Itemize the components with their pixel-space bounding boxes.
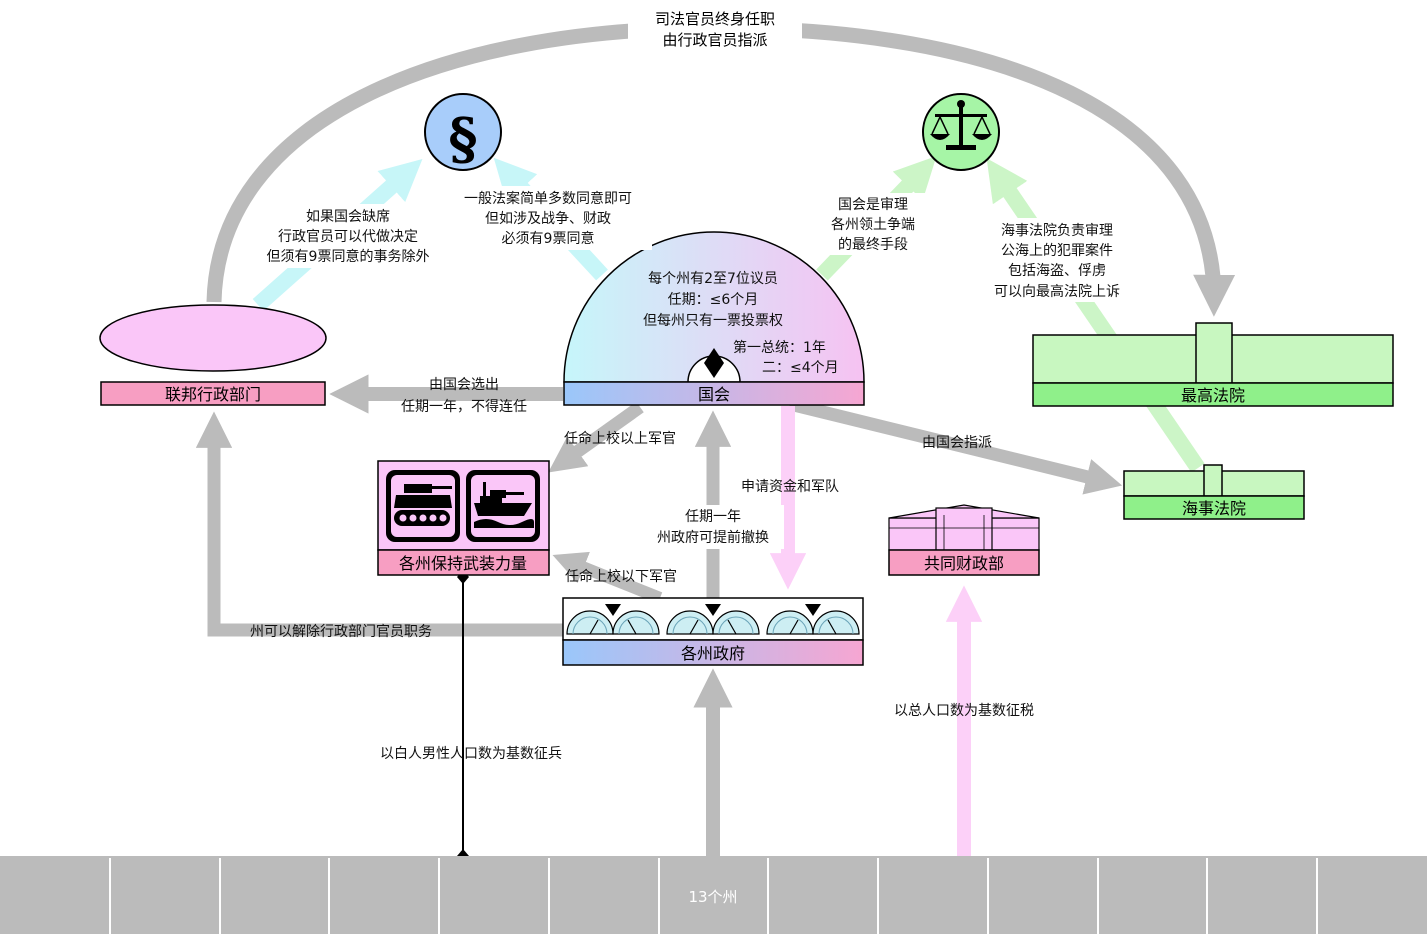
supreme-court-label: 最高法院 — [1181, 386, 1245, 405]
svg-text:但如涉及战争、财政: 但如涉及战争、财政 — [485, 211, 611, 227]
note-congress-to-law: 一般法案简单多数同意即可 但如涉及战争、财政 必须有9票同意 — [444, 186, 652, 250]
admiralty-court-label-box — [1123, 495, 1305, 520]
arrow-admiralty-to-justice — [986, 158, 1205, 473]
treasury-label: 共同财政部 — [924, 554, 1004, 573]
svg-text:海事法院负责审理: 海事法院负责审理 — [1001, 223, 1113, 239]
state-militia: 各州保持武装力量 — [377, 460, 550, 576]
note-term-recall: 任期一年 州政府可提前撤换 — [644, 505, 784, 549]
note-elect-exec-2: 任期一年，不得连任 — [401, 398, 527, 415]
note-taxation: 以总人口数为基数征税 — [894, 702, 1034, 719]
gauge-icon — [712, 610, 760, 635]
note-exec-to-law: 如果国会缺席 行政官员可以代做决定 但须有9票同意的事务除外 — [252, 204, 448, 268]
state-governments-label: 各州政府 — [681, 644, 745, 663]
top-arc-label-1: 司法官员终身任职 — [655, 10, 775, 28]
diamond-icon — [704, 348, 724, 378]
state-militia-label: 各州保持武装力量 — [399, 554, 527, 573]
note-appoint-junior: 任命上校以下军官 — [565, 568, 677, 585]
note-elect-exec-1: 由国会选出 — [429, 377, 499, 393]
note-conscription: 以白人男性人口数为基数征兵 — [380, 745, 562, 762]
svg-text:国会是审理: 国会是审理 — [838, 197, 908, 213]
note-admiralty-to-justice: 海事法院负责审理 公海上的犯罪案件 包括海盗、俘虏 可以向最高法院上诉 — [980, 218, 1134, 302]
pointer-icon — [705, 604, 721, 616]
note-appoint-senior: 任命上校以上军官 — [564, 430, 676, 447]
svg-text:州政府可提前撤换: 州政府可提前撤换 — [657, 529, 769, 546]
note-dismiss-exec: 州可以解除行政部门官员职务 — [250, 624, 432, 640]
state-militia-label-box — [377, 549, 550, 576]
svg-text:但须有9票同意的事务除外: 但须有9票同意的事务除外 — [267, 248, 430, 265]
pointer-icon — [605, 604, 621, 616]
gauge-icon — [612, 610, 660, 635]
warship-icon — [466, 470, 540, 542]
top-arc-label-2: 由行政官员指派 — [662, 31, 767, 49]
executive-ellipse — [99, 304, 327, 372]
supreme-court: 最高法院 — [1032, 322, 1394, 407]
pointer-icon — [805, 604, 821, 616]
svg-text:必须有9票同意: 必须有9票同意 — [502, 230, 595, 247]
note-appoint-admiralty: 由国会指派 — [922, 435, 992, 451]
state-governments: 各州政府 — [562, 597, 864, 666]
justice-symbol — [922, 93, 1000, 171]
executive-label: 联邦行政部门 — [165, 385, 261, 404]
treasury: 共同财政部 — [888, 504, 1040, 576]
arrow-stategov-to-militia — [552, 551, 663, 604]
state-governments-label-box — [562, 639, 864, 666]
congress-label-box — [563, 381, 865, 406]
svg-text:如果国会缺席: 如果国会缺席 — [306, 209, 390, 225]
svg-text:的最终手段: 的最终手段 — [838, 237, 908, 253]
presidency-term-1: 第一总统：1年 — [733, 339, 826, 356]
supreme-court-label-box — [1032, 382, 1394, 407]
admiralty-court-label: 海事法院 — [1182, 499, 1246, 518]
note-request-funds: 申请资金和军队 — [741, 479, 839, 495]
svg-text:可以向最高法院上诉: 可以向最高法院上诉 — [994, 283, 1120, 300]
arrow-congress-to-militia — [548, 401, 644, 473]
svg-text:公海上的犯罪案件: 公海上的犯罪案件 — [1001, 242, 1113, 259]
presidency-term-2: 二：≤4个月 — [762, 360, 839, 376]
admiralty-court: 海事法院 — [1123, 464, 1305, 520]
svg-text:一般法案简单多数同意即可: 一般法案简单多数同意即可 — [464, 190, 632, 207]
gauge-icon — [666, 610, 714, 635]
states-label: 13个州 — [688, 888, 737, 906]
arrow-congress-to-admiralty — [788, 397, 1123, 495]
congress-desc-3: 但每州只有一票投票权 — [643, 313, 783, 329]
executive-label-box — [100, 381, 326, 406]
legislation-symbol: § — [424, 93, 502, 172]
states-floor: 13个州 — [0, 856, 1427, 934]
congress-dome — [563, 231, 865, 383]
arrow-states-to-exec — [195, 411, 563, 637]
scales-icon — [930, 100, 992, 150]
congress-label: 国会 — [698, 385, 730, 404]
svg-text:各州领土争端: 各州领土争端 — [831, 217, 915, 233]
section-sign-icon: § — [448, 106, 477, 172]
gauge-icon — [766, 610, 814, 635]
gauge-icon — [812, 610, 860, 635]
note-congress-to-justice: 国会是审理 各州领土争端 的最终手段 — [818, 193, 928, 255]
svg-text:行政官员可以代做决定: 行政官员可以代做决定 — [278, 229, 418, 245]
svg-text:任期一年: 任期一年 — [685, 509, 741, 525]
svg-text:包括海盗、俘虏: 包括海盗、俘虏 — [1008, 263, 1106, 279]
congress-desc-1: 每个州有2至7位议员 — [648, 271, 778, 287]
tank-icon — [386, 470, 460, 542]
congress-desc-2: 任期：≤6个月 — [668, 292, 759, 308]
gauge-icon — [566, 610, 614, 635]
treasury-label-box — [888, 549, 1040, 576]
